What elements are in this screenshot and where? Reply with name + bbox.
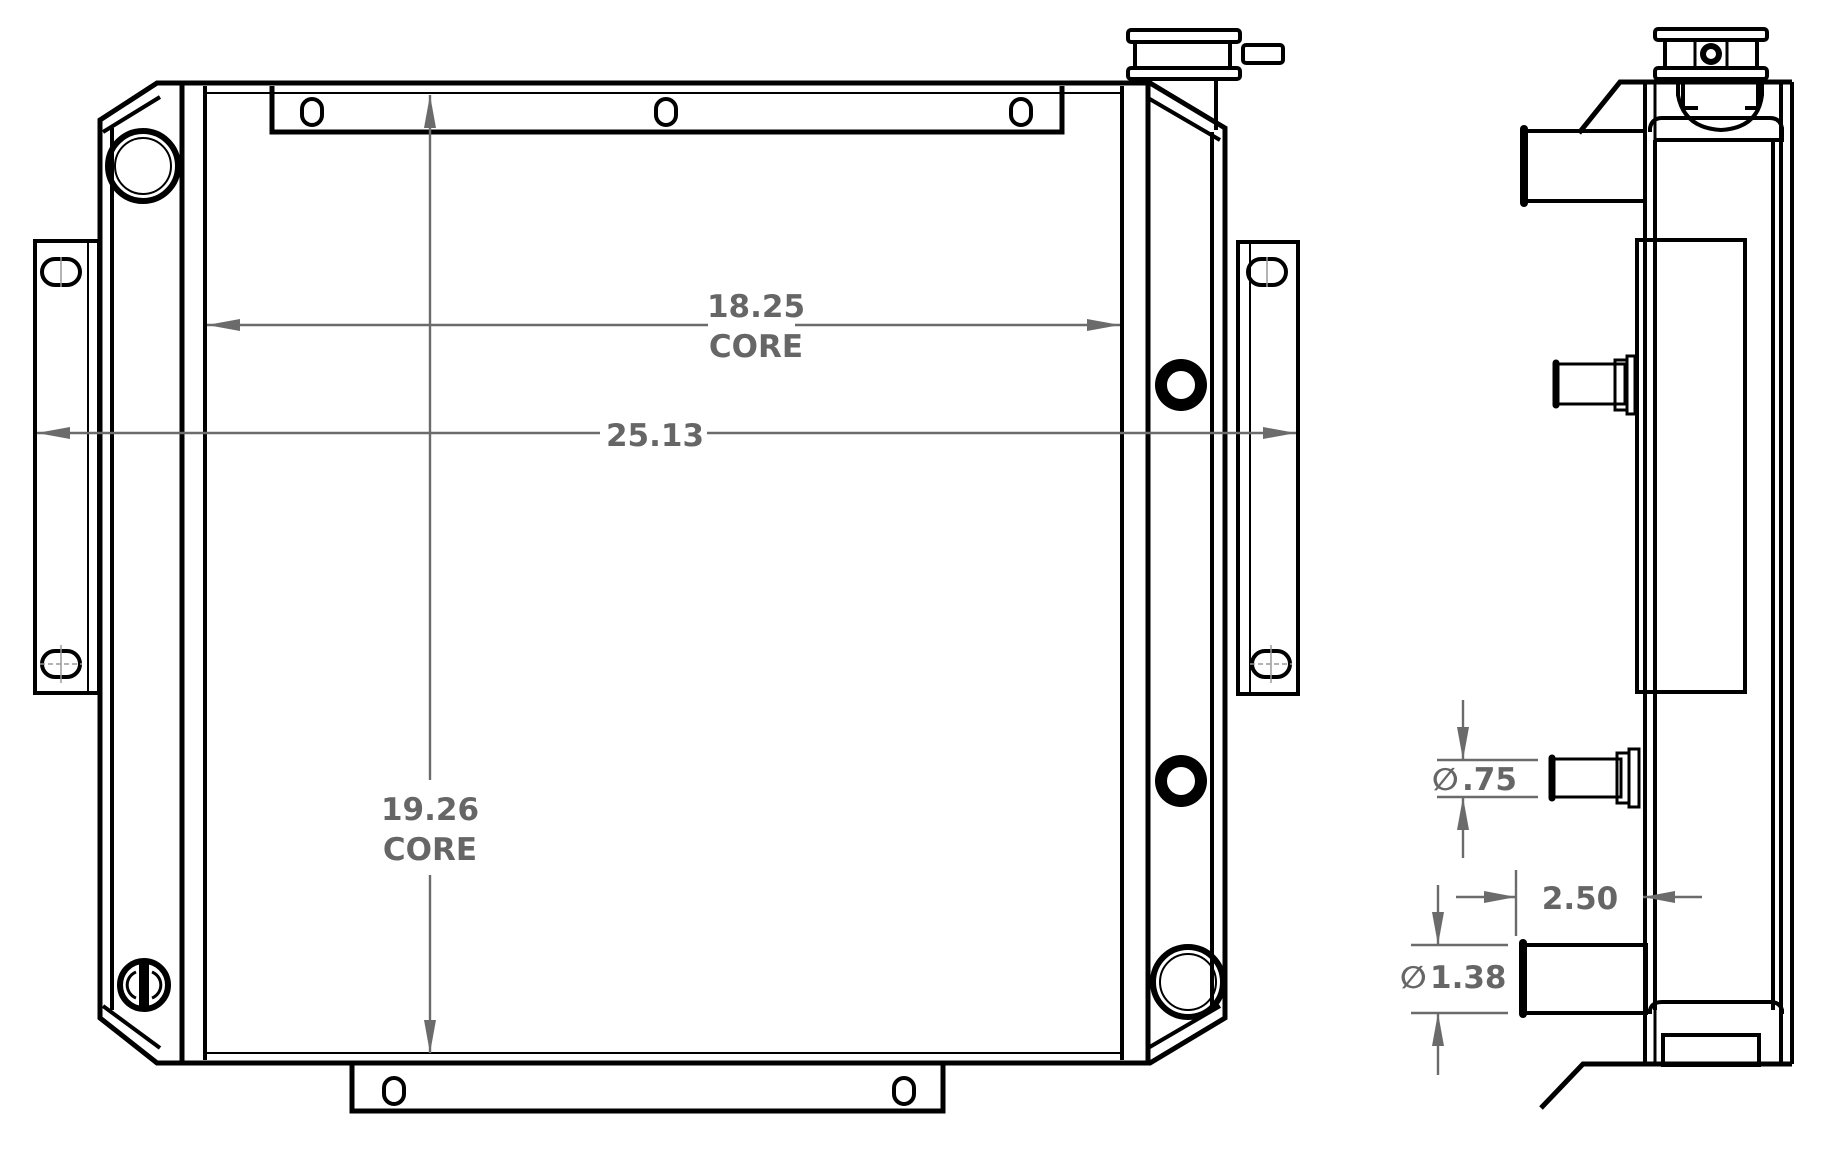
dim-small-fitting-value: .75 xyxy=(1462,762,1517,798)
dim-core-width-value: 18.25 xyxy=(707,289,805,325)
side-upper-hose-outlet xyxy=(1520,125,1647,207)
dim-diameter-symbol: ∅ xyxy=(1432,762,1459,798)
filler-neck-cap xyxy=(1126,28,1285,130)
dim-depth-offset: 2.50 xyxy=(1456,870,1702,936)
side-lower-hose-inlet xyxy=(1519,939,1648,1018)
strap-hole xyxy=(654,97,678,127)
dim-core-width: 18.25 CORE xyxy=(207,289,1120,365)
fitting-boss-upper xyxy=(1155,359,1207,411)
dim-core-width-note: CORE xyxy=(709,329,803,365)
side-small-fitting-lower xyxy=(1548,747,1641,809)
drain-plug xyxy=(117,958,171,1012)
side-view-cap xyxy=(1653,27,1769,81)
upper-hose-port-left xyxy=(105,128,181,204)
dim-core-height: 19.26 CORE xyxy=(381,95,479,1053)
dim-large-fitting-value: 1.38 xyxy=(1430,960,1507,996)
right-tank xyxy=(1146,80,1228,1066)
left-mounting-bracket xyxy=(33,239,101,695)
dim-small-fitting-diameter: ∅ .75 xyxy=(1432,700,1538,858)
side-oil-cooler xyxy=(1635,238,1747,694)
dim-overall-width-value: 25.13 xyxy=(606,418,704,454)
strap-hole xyxy=(300,97,324,127)
dim-overall-width: 25.13 xyxy=(37,418,1296,454)
side-small-fitting-upper xyxy=(1552,354,1637,416)
fitting-boss-lower xyxy=(1155,755,1207,807)
dim-large-fitting-diameter: ∅ 1.38 xyxy=(1400,885,1508,1075)
dim-depth-offset-value: 2.50 xyxy=(1542,881,1619,917)
lower-hose-port-right xyxy=(1150,944,1226,1020)
strap-hole xyxy=(892,1076,916,1106)
overflow-nipple xyxy=(1241,43,1285,65)
left-tank xyxy=(97,80,207,1066)
dim-diameter-symbol: ∅ xyxy=(1400,960,1427,996)
right-mounting-bracket xyxy=(1236,240,1300,696)
dim-core-height-value: 19.26 xyxy=(381,792,479,828)
radiator-core xyxy=(182,80,1151,1066)
bottom-mounting-strap xyxy=(349,1065,946,1114)
dim-core-height-note: CORE xyxy=(383,832,477,868)
front-view: 18.25 CORE 25.13 19.26 CORE xyxy=(33,28,1300,1114)
side-view: ∅ .75 ∅ 1.38 2.50 xyxy=(1400,27,1794,1110)
strap-hole xyxy=(1009,97,1033,127)
strap-hole xyxy=(382,1076,406,1106)
top-mounting-strap xyxy=(269,86,1065,135)
